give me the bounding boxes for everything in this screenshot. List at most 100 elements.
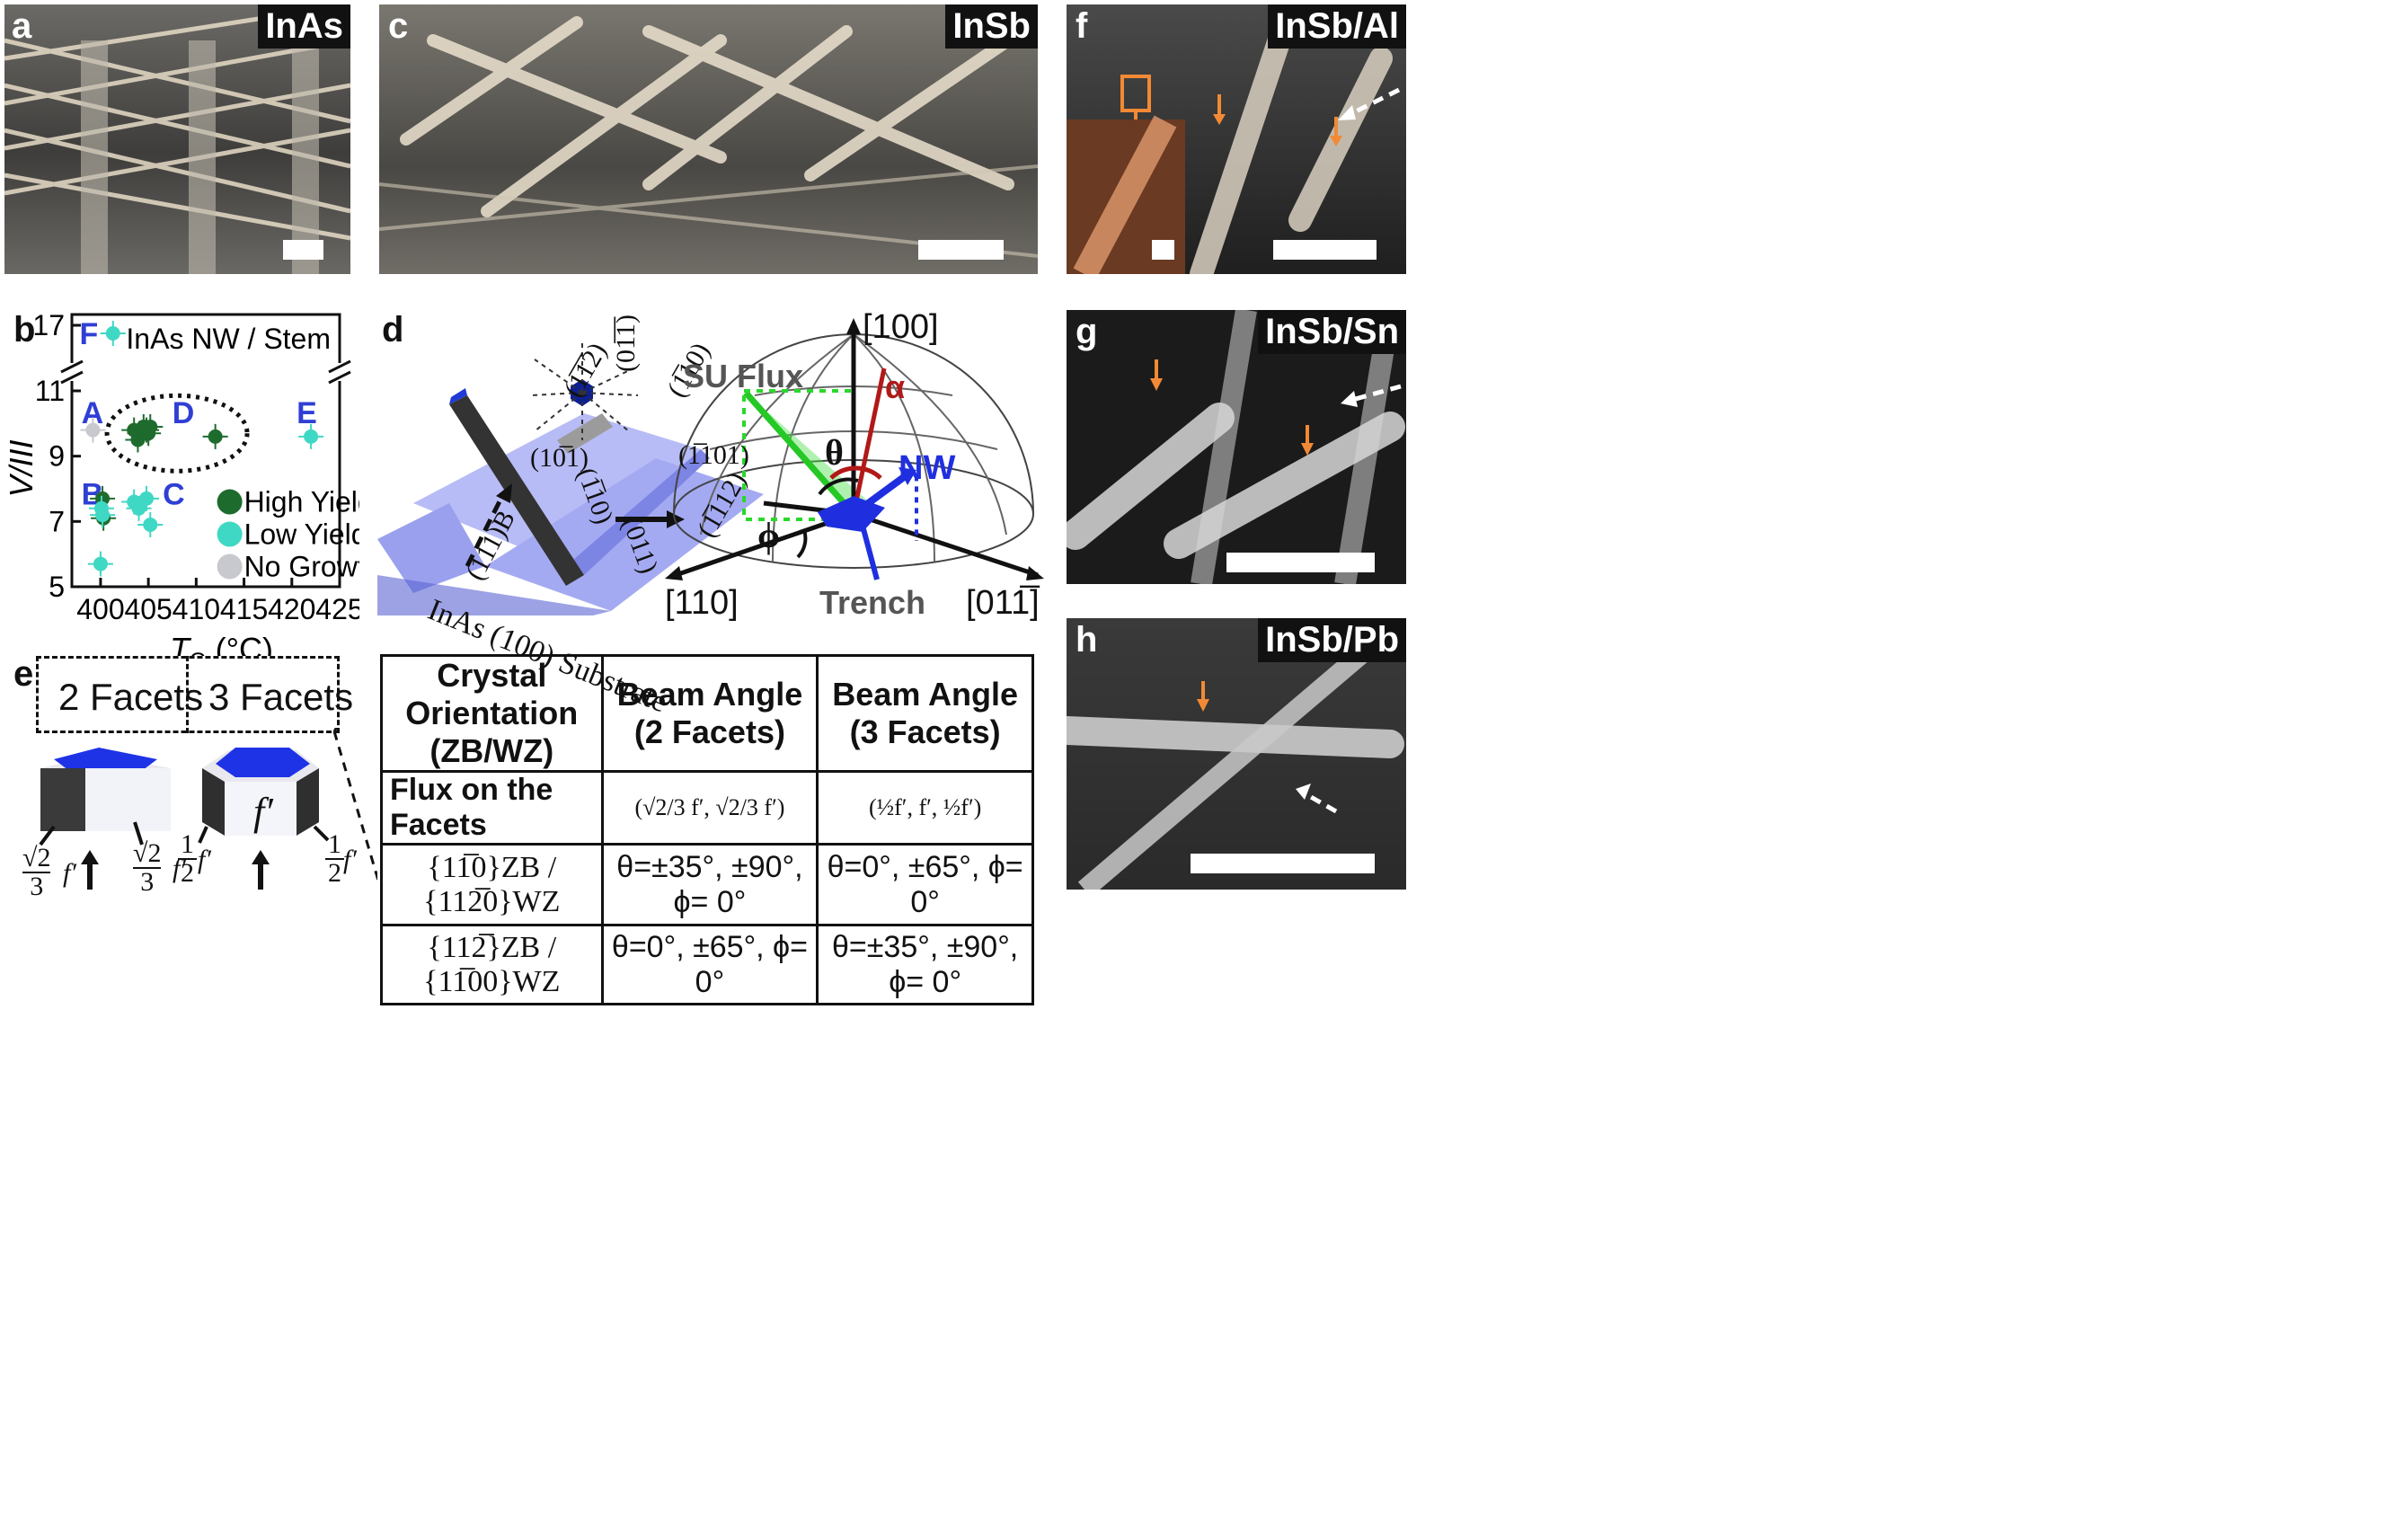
right-facet-flux-symbol: f′ (173, 854, 186, 883)
legend-label: No Growth (244, 551, 359, 583)
right-facet-half-flux-symbol: f′ (343, 845, 357, 874)
hybrid-nanowire-drawing (1067, 310, 1405, 584)
data-point (105, 326, 120, 341)
axis-label-011: [011̅] (966, 584, 1040, 622)
panel-g-sem-image: g InSb/Sn (1067, 310, 1406, 584)
panel-c-tag: InSb (945, 4, 1038, 49)
data-point (304, 429, 319, 444)
y-tick-label: 11 (35, 375, 65, 407)
hybrid-nanowire-drawing (1067, 637, 1404, 890)
axis-break-mark (328, 359, 351, 374)
legend-marker (217, 553, 243, 580)
fraction-numerator: 1 (178, 831, 197, 860)
x-tick-label: 425 (315, 593, 359, 625)
fraction-numerator: √2 (133, 838, 162, 869)
table-cell: (½f′, f′, ½f′) (816, 770, 1034, 846)
x-tick-label: 410 (173, 593, 220, 625)
y-tick-label: 7 (49, 505, 65, 537)
axis-label-100: [100] (863, 308, 939, 346)
legend-label: High Yield (244, 486, 359, 518)
table-cell: Flux on the Facets (380, 770, 604, 846)
scale-bar (1226, 553, 1375, 572)
su-flux-label: SU Flux (683, 358, 804, 394)
facet-option-divider (186, 656, 189, 733)
panel-d-label: d (382, 310, 404, 350)
right-facet-flux: √2 3 (133, 838, 162, 896)
y-tick-label: 5 (49, 571, 65, 603)
axis-break-mask (61, 363, 83, 381)
data-point (93, 556, 108, 571)
scale-bar (1273, 240, 1377, 260)
data-point (85, 422, 101, 438)
legend-marker (217, 489, 243, 515)
panel-c-sem-image: c InSb (379, 4, 1038, 274)
nanowire-network-drawing (4, 4, 350, 274)
panel-h-sem-image: h InSb/Pb (1067, 618, 1406, 890)
y-axis-label: V/III (3, 439, 40, 497)
left-facet-flux: √2 3 (22, 843, 51, 900)
panel-h-label: h (1076, 620, 1098, 660)
table-cell: θ=±35°, ±90°, ϕ= 0° (816, 924, 1034, 1005)
axis-break-mark (328, 370, 351, 385)
panel-a-sem-image: a InAs (4, 4, 350, 274)
table-cell: θ=0°, ±65°, ϕ= 0° (816, 843, 1034, 926)
left-facet-half-flux-symbol: f′ (198, 845, 211, 874)
table-cell: {11̅0}ZB / {112̅0}WZ (380, 843, 604, 926)
panel-f-sem-image: f InSb/Al (1067, 4, 1406, 274)
data-point (131, 500, 146, 516)
fraction-numerator: √2 (22, 843, 51, 873)
scale-bar (283, 240, 323, 260)
three-facets-label: 3 Facets (208, 676, 354, 718)
group-d-outline (104, 393, 250, 474)
nanowire-forest-drawing (379, 16, 1038, 258)
facet-label-101: (10̅1) (530, 443, 589, 473)
plot-frame (70, 313, 341, 589)
panel-g-label: g (1076, 312, 1098, 351)
beam-angle-table: Crystal Orientation (ZB/WZ) Beam Angle (… (380, 654, 1034, 1005)
growth-schematic (377, 318, 1044, 615)
data-point (139, 491, 155, 506)
inset-scale-bar (1152, 240, 1174, 260)
alpha-label: α (885, 368, 906, 405)
panel-h-tag: InSb/Pb (1258, 618, 1406, 662)
panel-g-tag: InSb/Sn (1258, 310, 1406, 354)
center-flux-label: f′ (253, 790, 273, 834)
data-point (143, 517, 158, 532)
left-facet-half-flux: 1 2 (178, 831, 197, 887)
table-header: Beam Angle (2 Facets) (600, 654, 819, 773)
scale-bar (1191, 854, 1375, 873)
fraction-numerator: 1 (325, 831, 344, 860)
fraction-denominator: 2 (181, 858, 194, 888)
facet-label-0-1-1: (01̅1̅) (610, 314, 641, 372)
left-facet-flux-symbol: f′ (63, 858, 76, 888)
right-facet-half-flux: 1 2 (325, 831, 344, 887)
group-label: C (163, 478, 185, 512)
legend-title: InAs NW / Stem (126, 323, 331, 355)
axis-label-110: [110] (665, 584, 739, 622)
table-header: Crystal Orientation (ZB/WZ) (380, 654, 604, 773)
nw-label: NW (899, 449, 956, 487)
y-tick-label: 17 (32, 309, 65, 341)
panel-f-tag: InSb/Al (1268, 4, 1406, 49)
x-tick-label: 405 (124, 593, 172, 625)
legend-marker (217, 521, 243, 547)
panel-a-tag: InAs (258, 4, 350, 49)
x-axis-label: TG (°C) (170, 631, 273, 656)
table-cell: (√2/3 f′, √2/3 f′) (600, 770, 819, 846)
data-point (143, 419, 158, 434)
x-tick-label: 420 (268, 593, 315, 625)
facet-prism-drawing (39, 728, 377, 890)
table-cell: θ=0°, ±65°, ϕ= 0° (600, 924, 819, 1005)
axis-break-mark (60, 359, 84, 374)
data-point (95, 508, 111, 523)
group-label: F (80, 317, 99, 351)
group-label: D (173, 396, 195, 430)
data-point (208, 429, 223, 444)
axis-break-mark (60, 370, 84, 385)
trench-label: Trench (819, 584, 926, 621)
facet-label-101b: (1̅101) (678, 440, 749, 470)
two-facets-label: 2 Facets (58, 676, 204, 718)
fraction-denominator: 2 (328, 858, 341, 888)
y-tick-label: 9 (49, 440, 65, 473)
